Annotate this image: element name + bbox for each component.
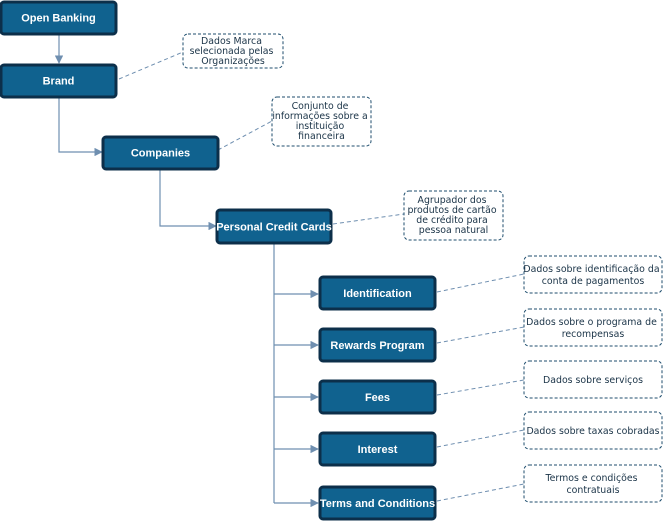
note-rewards-program-text: Dados sobre o programa de recompensas — [526, 317, 660, 340]
note-terms-text: Termos e condições contratuais — [545, 473, 641, 496]
note-pcc-line-2: produtos de cartão — [407, 205, 496, 216]
node-personal-credit-cards[interactable]: Personal Credit Cards — [215, 208, 333, 245]
node-rewards-program-label: Rewards Program — [330, 340, 424, 352]
node-fees[interactable]: Fees — [318, 379, 437, 415]
node-open-banking[interactable]: Open Banking — [0, 0, 118, 36]
edge-companies-personal-credit-cards — [159, 169, 217, 231]
note-personal-credit-cards: Agrupador dos produtos de cartão de créd… — [403, 190, 504, 241]
note-fees-line-1: Dados sobre serviços — [543, 375, 643, 386]
callout-terms-and-conditions — [436, 483, 525, 502]
node-identification[interactable]: Identification — [318, 275, 437, 311]
note-pcc-line-1: Agrupador dos — [418, 195, 487, 206]
note-companies-line-3: instituição — [296, 121, 345, 132]
note-terms-line-2: contratuais — [567, 485, 620, 496]
node-companies-label: Companies — [131, 148, 190, 160]
node-identification-label: Identification — [343, 288, 412, 300]
note-companies-line-1: Conjunto de — [292, 101, 349, 112]
note-brand-line-1: Dados Marca — [201, 36, 262, 47]
node-companies[interactable]: Companies — [101, 135, 220, 171]
note-companies: Conjunto de informações sobre a institui… — [271, 96, 372, 147]
callout-identification — [436, 273, 525, 293]
note-fees-text: Dados sobre serviços — [543, 375, 643, 386]
node-open-banking-label: Open Banking — [21, 13, 96, 25]
node-personal-credit-cards-label: Personal Credit Cards — [216, 222, 332, 234]
callouts — [118, 51, 525, 502]
node-terms-and-conditions[interactable]: Terms and Conditions — [318, 485, 437, 521]
connectors — [54, 34, 319, 508]
node-interest[interactable]: Interest — [318, 431, 437, 467]
node-brand-label: Brand — [43, 76, 75, 88]
note-personal-credit-cards-text: Agrupador dos produtos de cartão de créd… — [407, 195, 499, 236]
note-rewards-program: Dados sobre o programa de recompensas — [523, 308, 663, 347]
node-brand[interactable]: Brand — [0, 63, 118, 99]
note-companies-line-2: informações sobre a — [272, 111, 367, 122]
node-interest-label: Interest — [358, 444, 398, 456]
note-brand: Dados Marca selecionada pelas Organizaçõ… — [182, 33, 284, 69]
note-interest: Dados sobre taxas cobradas — [523, 411, 663, 450]
callout-rewards-program — [436, 326, 525, 344]
note-identification-line-2: conta de pagamentos — [542, 276, 645, 287]
note-brand-text: Dados Marca selecionada pelas Organizaçõ… — [190, 36, 277, 67]
note-terms-line-1: Termos e condições — [545, 473, 638, 484]
callout-companies — [217, 120, 273, 151]
callout-interest — [436, 429, 525, 448]
callout-brand — [118, 51, 184, 80]
note-pcc-line-3: de crédito para — [416, 215, 488, 226]
node-fees-label: Fees — [365, 392, 390, 404]
note-identification-line-1: Dados sobre identificação da — [523, 264, 659, 275]
note-interest-line-1: Dados sobre taxas cobradas — [526, 426, 659, 437]
note-identification: Dados sobre identificação da conta de pa… — [523, 255, 663, 294]
note-interest-text: Dados sobre taxas cobradas — [526, 426, 659, 437]
note-identification-text: Dados sobre identificação da conta de pa… — [523, 264, 662, 287]
note-companies-text: Conjunto de informações sobre a institui… — [272, 101, 370, 142]
callout-fees — [436, 379, 525, 396]
note-rewards-line-2: recompensas — [562, 329, 625, 340]
note-rewards-line-1: Dados sobre o programa de — [526, 317, 657, 328]
callout-personal-credit-cards — [332, 213, 405, 225]
note-companies-line-4: financeira — [298, 131, 345, 142]
node-rewards-program[interactable]: Rewards Program — [318, 327, 437, 363]
note-pcc-line-4: pessoa natural — [419, 225, 488, 236]
edge-brand-companies — [58, 97, 103, 157]
note-brand-line-3: Organizações — [201, 56, 265, 67]
note-brand-line-2: selecionada pelas — [190, 46, 274, 57]
note-terms-and-conditions: Termos e condições contratuais — [523, 464, 663, 503]
note-fees: Dados sobre serviços — [523, 360, 663, 399]
node-terms-and-conditions-label: Terms and Conditions — [320, 498, 435, 510]
